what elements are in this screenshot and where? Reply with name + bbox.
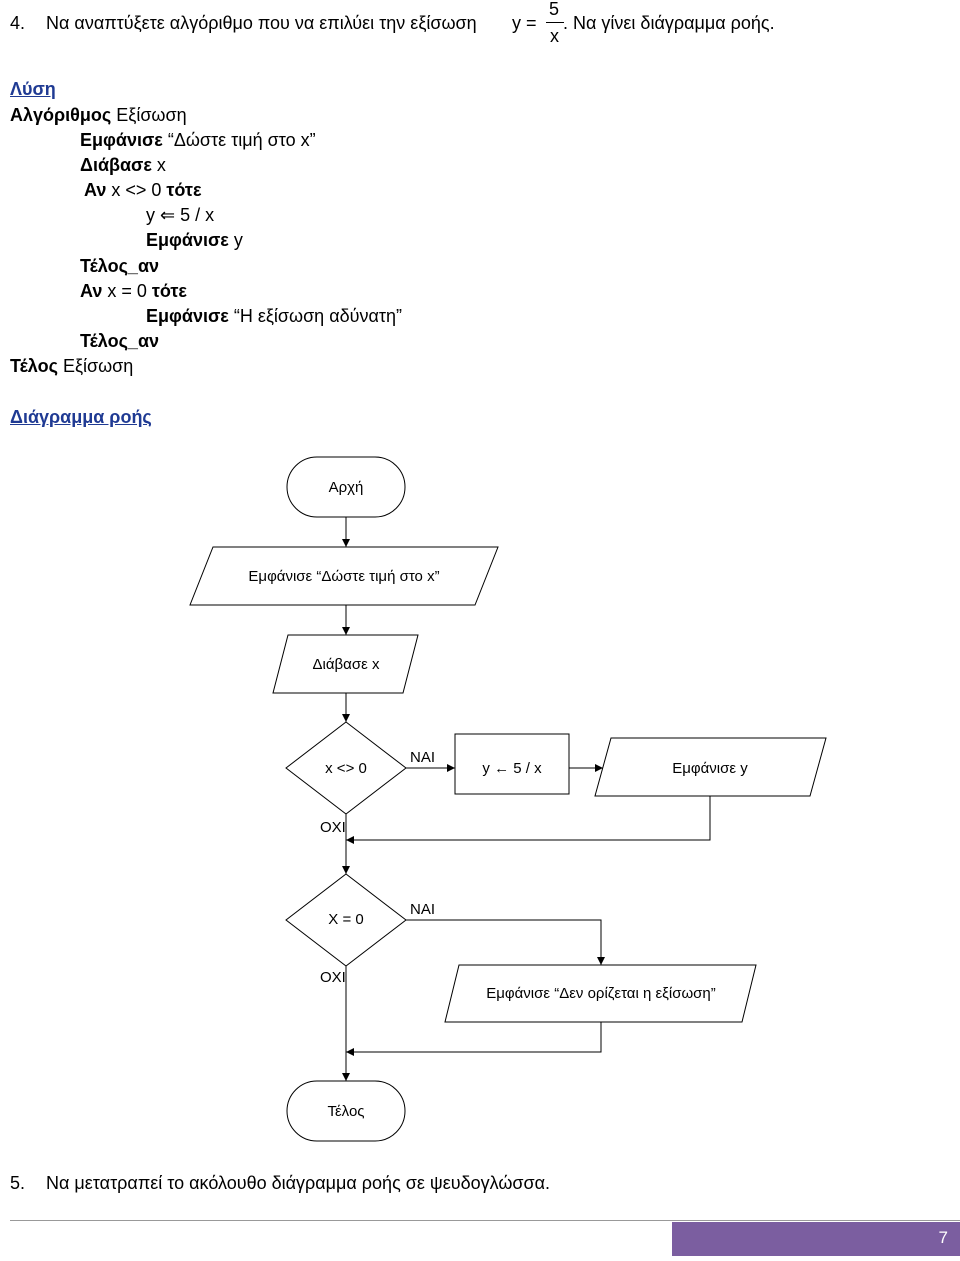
end-label: Τέλος [327,1103,364,1120]
arrow-error-merge [346,1022,602,1056]
read-io [272,634,419,694]
show-y-label: Εμφάνισε y [672,760,748,777]
code-line-2: Εμφάνισε “Δώστε τιμή στο x” [80,130,316,150]
code-line-10: Τέλος_αν [80,331,160,351]
flowchart-heading: Διάγραμμα ροής [10,407,152,427]
decision1-label: x <> 0 [325,760,367,777]
page-number-box: 7 [672,1222,960,1256]
show-y-io [594,737,827,797]
equation-lhs: y = [512,13,537,33]
arrow-yes2-error [406,919,605,965]
task5-text: Να μετατραπεί το ακόλουθο διάγραμμα ροής… [46,1173,551,1193]
code-line-5: y ⇐ 5 / x [146,205,215,225]
read-label: Διάβασε x [313,656,380,673]
fraction-bar [546,22,564,23]
no2-label: ΟΧΙ [320,969,346,986]
show-error-io [444,964,757,1023]
equation-numerator: 5 [549,0,560,19]
code-line-4: Αν x <> 0 τότε [84,180,202,200]
code-line-3: Διάβασε x [80,155,166,175]
arrow-show-y-merge [346,796,711,844]
solution-heading: Λύση [10,79,56,99]
assign-label: y ← 5 / x [482,760,542,777]
show-error-label: Εμφάνισε “Δεν ορίζεται η εξίσωση” [486,985,716,1002]
page-number: 7 [938,1228,948,1247]
yes2-label: ΝΑΙ [410,901,435,918]
code-line-1: Αλγόριθμος Εξίσωση [10,105,187,125]
task5-number: 5. [10,1173,26,1193]
code-line-6: Εμφάνισε y [146,230,243,250]
no1-label: ΟΧΙ [320,819,346,836]
yes1-label: ΝΑΙ [410,749,435,766]
equation: y = 5 x [512,0,572,50]
code-line-9: Εμφάνισε “Η εξίσωση αδύνατη” [146,306,402,326]
decision2-label: X = 0 [328,911,363,928]
code-line-8: Αν x = 0 τότε [80,281,187,301]
task4-number: 4. [10,13,26,33]
prompt-io [189,546,499,606]
assign-process [454,733,570,795]
footer-divider [10,1220,960,1221]
task4-text: Να αναπτύξετε αλγόριθμο που να επιλύει τ… [46,13,477,33]
equation-denominator: x [550,26,559,46]
prompt-label: Εμφάνισε “Δώστε τιμή στο x” [248,568,439,585]
code-line-11: Τέλος Εξίσωση [10,356,134,376]
flowchart: Αρχή Εμφάνισε “Δώστε τιμή στο x” Διάβασε… [189,456,827,1142]
task4-text-after: . Να γίνει διάγραμμα ροής. [563,13,775,33]
code-line-7: Τέλος_αν [80,256,160,276]
start-label: Αρχή [329,479,364,496]
